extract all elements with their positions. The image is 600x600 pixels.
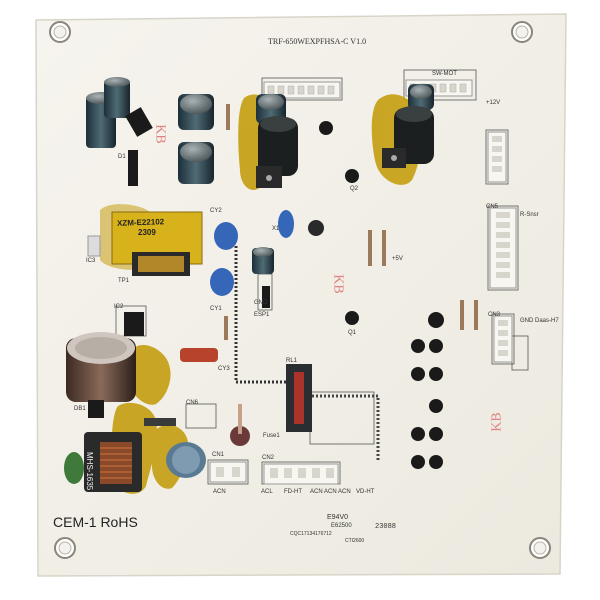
capacitor-c3	[178, 94, 214, 130]
right-connector-3	[493, 315, 513, 363]
ic2-label: IC2	[114, 304, 124, 310]
cy3-label: CY3	[218, 366, 230, 372]
ic3-label: IC3	[86, 258, 96, 264]
jumper-ic3	[87, 235, 101, 257]
capacitor-c2	[104, 77, 130, 118]
capacitor-c4	[178, 142, 214, 184]
varistor	[64, 452, 84, 484]
mounting-hole-icons	[49, 21, 551, 559]
d1-label: D1	[118, 154, 126, 160]
gnd-daas-label: GND Daas-H7	[520, 318, 559, 324]
common-mode-choke	[84, 432, 142, 492]
transformer-label: XZM-E22102	[116, 217, 165, 228]
cn3-label: CN3	[488, 312, 501, 318]
acn-label: ACN	[213, 489, 226, 495]
ul-mark-label: E94V0	[327, 514, 349, 521]
board-model-label: TRF-650WEXPFHSA-C V1.0	[268, 37, 367, 46]
acl-label: ACL	[261, 489, 273, 495]
bottom-connector-cn1	[209, 461, 247, 483]
diode-d1	[125, 107, 153, 137]
cy2-label: CY2	[210, 208, 222, 214]
kb-mark: KB	[330, 274, 346, 294]
esp-header	[262, 286, 270, 308]
tp1-label: TP1	[118, 278, 130, 284]
plus12v-label: +12V	[486, 100, 501, 106]
transistor-array	[319, 121, 444, 469]
cn2-label: CN2	[262, 455, 275, 461]
transformer-date-label: 2309	[138, 228, 156, 237]
film-capacitor-red	[180, 348, 218, 362]
ic2	[124, 312, 144, 336]
capacitor-c6	[408, 84, 434, 110]
cn1-label: CN1	[212, 452, 225, 458]
certification-label: CEM-1 RoHS	[53, 514, 138, 530]
connector-cn6	[144, 418, 176, 426]
q2-label: Q2	[350, 186, 359, 192]
transformer	[111, 211, 203, 276]
cy1-label: CY1	[210, 306, 222, 312]
right-connector-1	[487, 131, 507, 183]
bulk-capacitor	[66, 332, 136, 402]
right-connector-2	[489, 207, 517, 289]
esp-label: ESP1	[254, 312, 270, 318]
cqc-number-label: CQC17134176712	[290, 531, 332, 537]
kb-mark: KB	[489, 412, 505, 432]
fuse-component	[230, 404, 250, 446]
choke-label: MHS-1635	[85, 452, 94, 491]
r-snsr-label: R-Snsr	[520, 212, 539, 218]
cn6-label: CN6	[186, 400, 199, 406]
q1-label: Q1	[348, 330, 357, 336]
date-code-label: 23088	[375, 523, 397, 531]
bottom-connector-cn2	[263, 463, 339, 485]
cti-label: CTI2600	[345, 538, 365, 544]
db1-label: DB1	[74, 406, 86, 412]
relay-label: RL1	[286, 358, 298, 364]
diode-d2	[128, 150, 138, 186]
fuse-label: Fuse1	[263, 433, 280, 439]
resistors	[224, 104, 478, 340]
sw-mot-label: SW-MOT	[432, 71, 457, 77]
inductor-l1	[258, 116, 298, 176]
power-transistors	[256, 148, 406, 188]
acn-group-label: ACN ACN ACN	[310, 489, 351, 495]
x1-label: X1	[272, 226, 280, 232]
vd-ht-label: VD-HT	[356, 489, 375, 495]
file-number-label: E62500	[331, 523, 352, 529]
capacitor-c7	[252, 247, 274, 274]
x-capacitor	[166, 442, 206, 478]
bridge-db1	[88, 400, 104, 418]
kb-mark: KB	[152, 124, 168, 144]
plus5v-label: +5V	[392, 256, 403, 262]
fd-ht-label: FD-HT	[284, 489, 302, 495]
logo-mark	[308, 220, 324, 236]
cn5-label: CN5	[486, 204, 499, 210]
gnd-label: GND	[254, 300, 268, 306]
y-capacitors	[210, 210, 294, 296]
top-connector-1	[263, 81, 341, 99]
